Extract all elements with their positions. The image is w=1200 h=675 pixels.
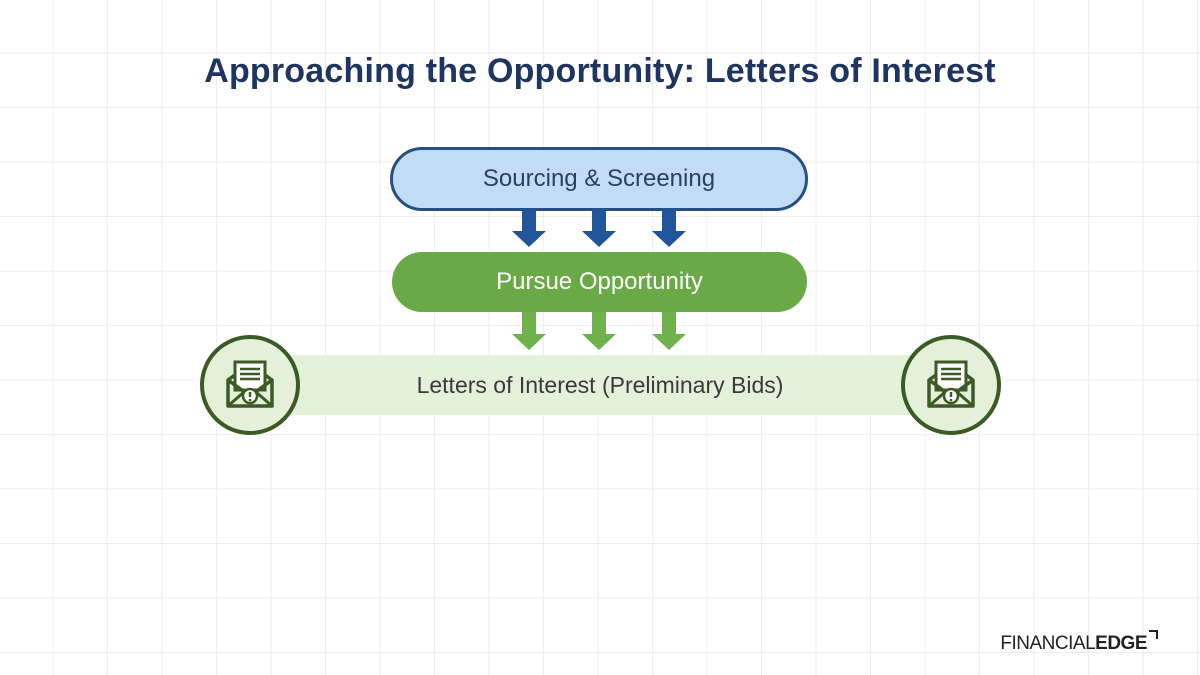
- letter-envelope-icon: [901, 335, 1001, 435]
- pursue-opportunity-stage: Pursue Opportunity: [392, 252, 807, 312]
- logo-text-financial: FINANCIAL: [1000, 633, 1096, 654]
- page-title: Approaching the Opportunity: Letters of …: [204, 52, 996, 90]
- letters-of-interest-stage: Letters of Interest (Preliminary Bids): [250, 355, 950, 415]
- down-arrow-icon: [582, 209, 616, 247]
- sourcing-screening-stage: Sourcing & Screening: [390, 147, 808, 211]
- letters-of-interest-label: Letters of Interest (Preliminary Bids): [416, 371, 784, 398]
- down-arrow-icon: [512, 209, 546, 247]
- letter-envelope-icon: [200, 335, 300, 435]
- down-arrow-icon: [652, 312, 686, 350]
- logo-corner-icon: [1149, 630, 1158, 639]
- down-arrow-icon: [512, 312, 546, 350]
- down-arrow-icon: [652, 209, 686, 247]
- financial-edge-logo: FINANCIAL EDGE: [1000, 630, 1158, 655]
- logo-text-edge: EDGE: [1095, 633, 1147, 654]
- pursue-opportunity-label: Pursue Opportunity: [496, 268, 703, 295]
- down-arrow-icon: [582, 312, 616, 350]
- sourcing-screening-label: Sourcing & Screening: [482, 165, 716, 192]
